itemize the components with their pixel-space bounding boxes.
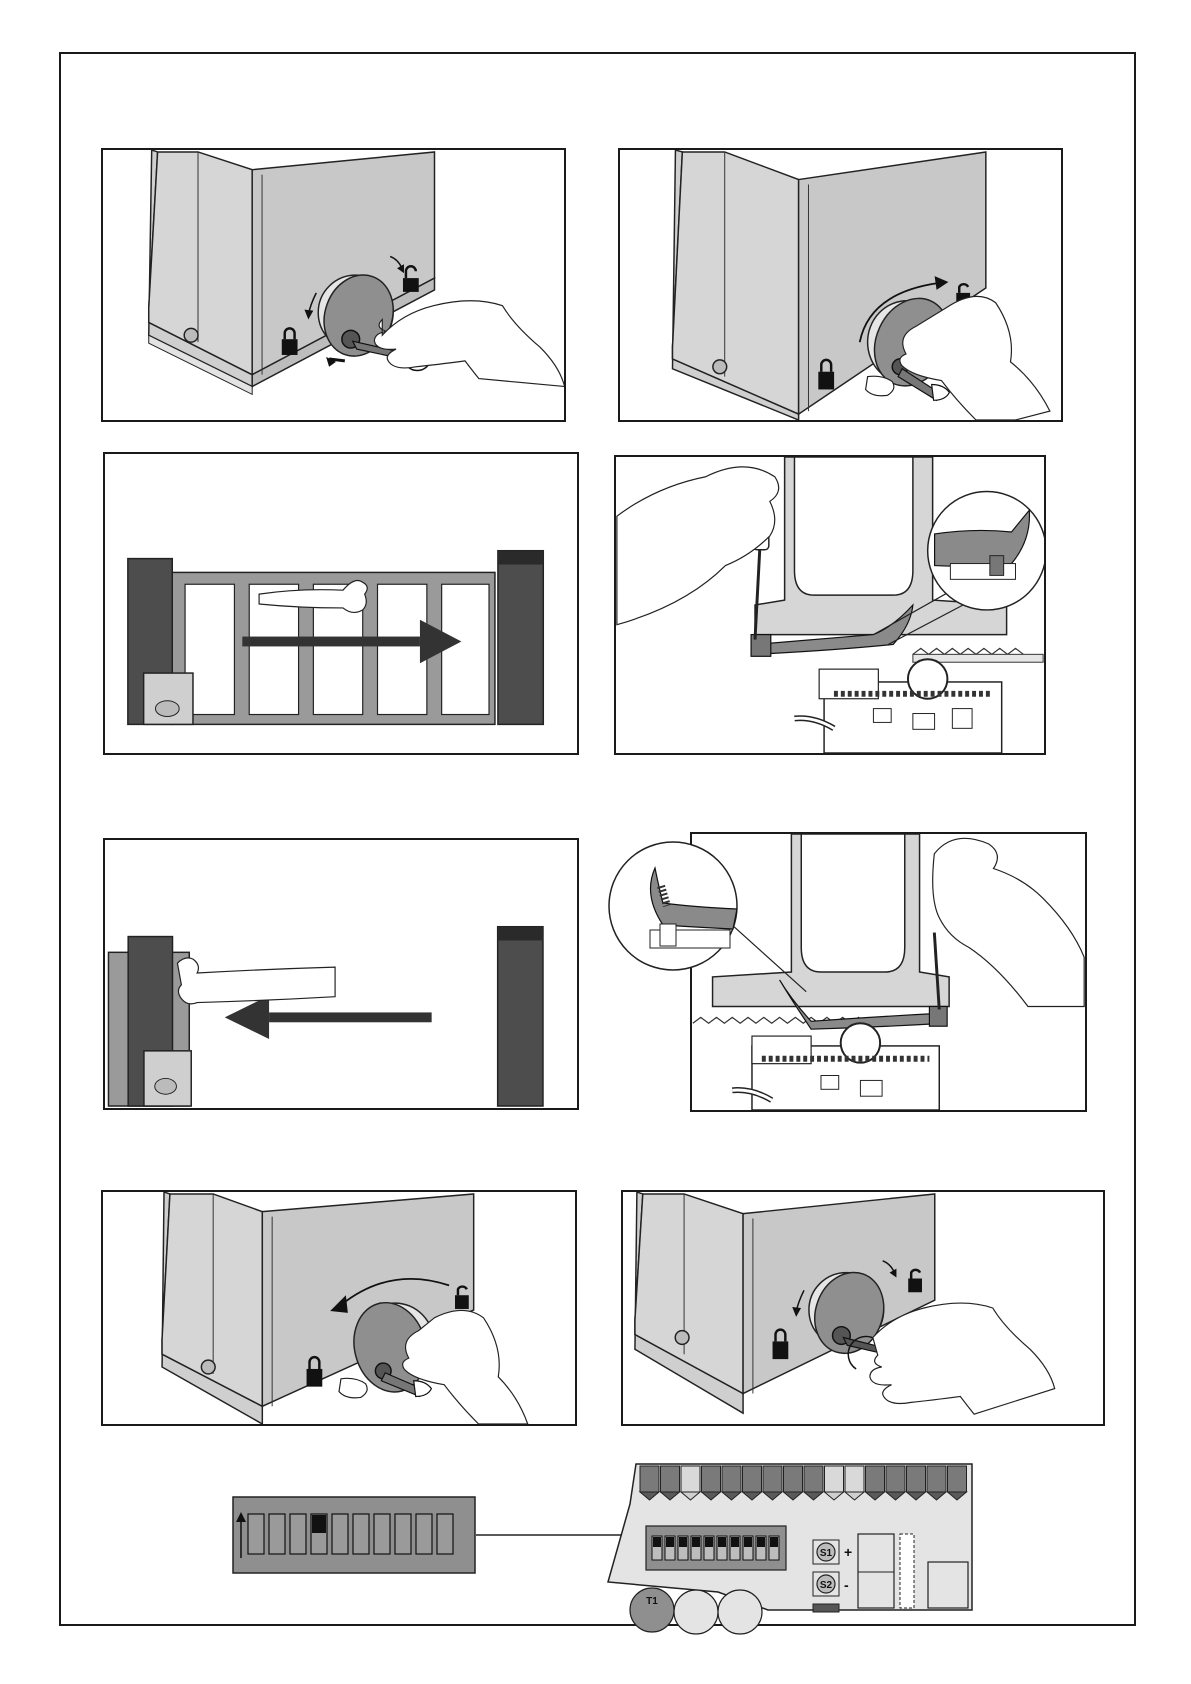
terminal-block [702, 1466, 721, 1492]
board-dip-lever [744, 1537, 752, 1547]
motor-unlock-illustration [103, 150, 564, 420]
motor-lock-turn-illustration [103, 1192, 575, 1424]
transformer-t1-label: T1 [646, 1596, 658, 1607]
board-dip-lever [692, 1537, 700, 1547]
terminal-block [784, 1466, 803, 1492]
board-dip-lever [705, 1537, 713, 1547]
trimmer-s1-label: S1 [820, 1548, 833, 1559]
board-dip-lever [666, 1537, 674, 1547]
control-board-detail: S1 + S2 - T1 [608, 1464, 974, 1612]
limit-switch-left-illustration [692, 834, 1085, 1110]
trimmer-s1-sign: + [844, 1544, 852, 1560]
panel-lock-turn-knob [101, 1190, 577, 1426]
motor-lock-remove-key-illustration [623, 1192, 1103, 1424]
terminal-block [927, 1466, 946, 1492]
terminal-block [866, 1466, 885, 1492]
terminal-block [640, 1466, 659, 1492]
gate-open-illustration [105, 454, 577, 753]
dip-switch-4[interactable] [311, 1514, 327, 1554]
motor-turn-knob-illustration [620, 150, 1061, 420]
board-dip-lever [653, 1537, 661, 1547]
dip-switch-3[interactable] [290, 1514, 306, 1554]
board-dip-lever [770, 1537, 778, 1547]
board-dip-lever [718, 1537, 726, 1547]
terminal-block [804, 1466, 823, 1492]
terminal-block [661, 1466, 680, 1492]
terminal-block [886, 1466, 905, 1492]
trimmer-s1[interactable]: S1 [813, 1540, 839, 1564]
limit-switch-magnifier [605, 838, 745, 978]
terminal-block [948, 1466, 967, 1492]
panel-adjust-limit-switch-left [690, 832, 1087, 1112]
dip-switch-9[interactable] [416, 1514, 432, 1554]
panel-push-gate-right [103, 452, 579, 755]
gate-close-illustration [105, 840, 577, 1108]
panel-push-gate-left [103, 838, 579, 1110]
terminal-block [681, 1466, 700, 1492]
transformer-t1: T1 [630, 1588, 674, 1632]
dip-switch-8[interactable] [395, 1514, 411, 1554]
dip-switch-5[interactable] [332, 1514, 348, 1554]
dip-switch-7[interactable] [374, 1514, 390, 1554]
dip-switch-enlarged [232, 1496, 476, 1574]
trimmer-s2-label: S2 [820, 1580, 833, 1591]
panel-unlock-turn-knob [618, 148, 1063, 422]
terminal-block [907, 1466, 926, 1492]
panel-adjust-limit-switch-right [614, 455, 1046, 755]
trimmer-s2-sign: - [844, 1577, 849, 1593]
trimmer-s2[interactable]: S2 [813, 1572, 839, 1596]
terminal-block [845, 1466, 864, 1492]
panel-lock-remove-key [621, 1190, 1105, 1426]
dip-switch-6[interactable] [353, 1514, 369, 1554]
terminal-block [825, 1466, 844, 1492]
terminal-block [763, 1466, 782, 1492]
limit-switch-right-illustration [616, 457, 1044, 753]
dip-switch-10[interactable] [437, 1514, 453, 1554]
terminal-block [743, 1466, 762, 1492]
board-dip-lever [679, 1537, 687, 1547]
board-dip-lever [757, 1537, 765, 1547]
dip-switch-1[interactable] [248, 1514, 264, 1554]
panel-unlock-insert-key [101, 148, 566, 422]
terminal-block [722, 1466, 741, 1492]
dip-switch-2[interactable] [269, 1514, 285, 1554]
board-dip-lever [731, 1537, 739, 1547]
